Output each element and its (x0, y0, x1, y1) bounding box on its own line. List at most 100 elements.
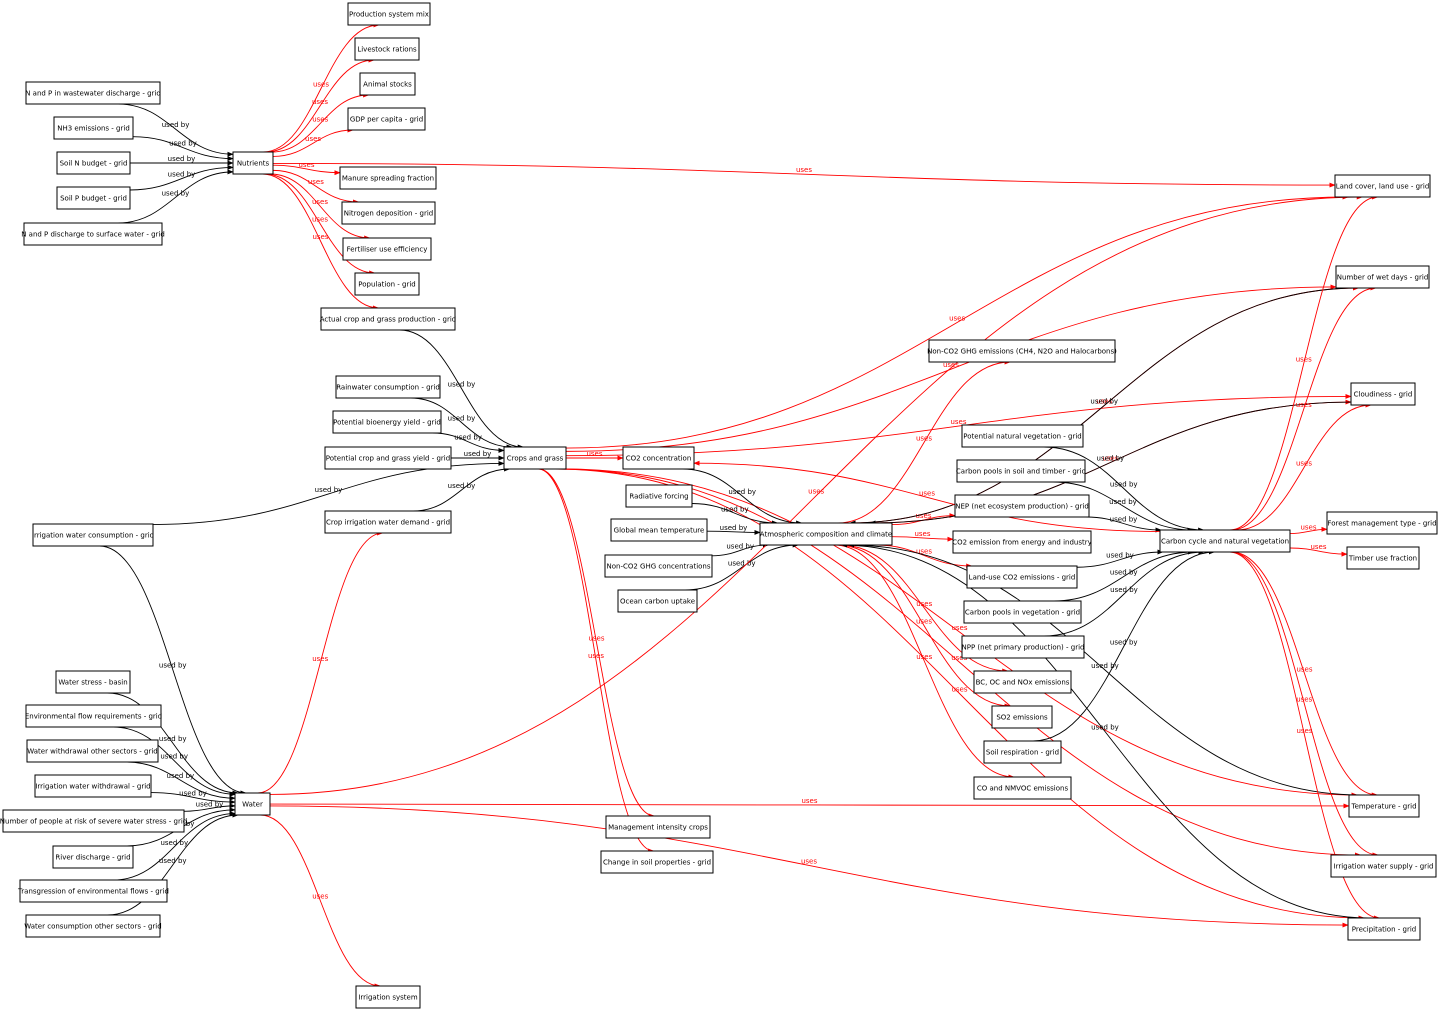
node-label: Precipitation - grid (1352, 926, 1416, 934)
edge-label: used by (168, 171, 196, 179)
node-potential-crop: Potential crop and grass yield - grid (324, 446, 452, 470)
edge-water-to-landcover: uses (269, 194, 1364, 795)
edge-line (132, 136, 234, 162)
node-actual-crop: Actual crop and grass production - grid (320, 307, 456, 331)
edge-line (399, 329, 524, 450)
node-label: Radiative forcing (629, 493, 688, 501)
edge-line (1076, 549, 1164, 568)
edge-env-flow-to-water: used by (113, 726, 236, 797)
edge-label: used by (167, 772, 195, 780)
edge-label: uses (796, 166, 812, 174)
node-label: Carbon cycle and natural vegetation (1161, 538, 1289, 546)
edge-carbon-cycle-to-irr-supply: uses (1230, 551, 1379, 858)
edge-line (554, 468, 1365, 921)
node-production-mix: Production system mix (347, 2, 431, 26)
edge-line (561, 468, 1358, 798)
node-irr-system: Irrigation system (355, 985, 421, 1009)
node-mgmt-intensity: Management intensity crops (605, 815, 711, 839)
node-label: Environmental flow requirements - grid (25, 713, 162, 721)
edge-label: uses (808, 488, 824, 496)
node-irr-consumption: Irrigation water consumption - grid (32, 523, 154, 547)
node-box (234, 792, 271, 816)
edge-label: used by (1110, 569, 1138, 577)
node-box (25, 914, 161, 938)
edge-label: used by (159, 662, 187, 670)
node-soil-resp: Soil respiration - grid (983, 740, 1062, 764)
edge-label: uses (1300, 523, 1316, 531)
edge-line (693, 460, 1161, 532)
edge-line (117, 169, 234, 224)
edge-crops-to-landcover: uses (565, 194, 1349, 449)
edge-water-to-temperature: uses (269, 797, 1350, 809)
node-box (1335, 265, 1430, 289)
node-label: Potential bioenergy yield - grid (333, 419, 441, 427)
node-box (56, 186, 131, 210)
edge-line (706, 529, 761, 535)
edge-label: uses (313, 81, 329, 89)
edge-irr-withdrawal-to-water: used by (150, 789, 236, 805)
node-label: Potential natural vegetation - grid (963, 433, 1081, 441)
node-label: Land-use CO2 emissions - grid (969, 574, 1076, 582)
node-label: Potential crop and grass yield - grid (326, 455, 450, 463)
edge-label: used by (728, 560, 756, 568)
edge-atmos-to-nonco2-ghg: uses (837, 359, 1011, 524)
edge-line (891, 536, 954, 542)
edge-line (565, 194, 1349, 449)
node-box (335, 375, 441, 399)
node-box (928, 339, 1116, 363)
node-label: Number of wet days - grid (1337, 274, 1429, 282)
node-cpools-soil: Carbon pools in soil and timber - grid (956, 459, 1086, 483)
node-box (1348, 794, 1420, 818)
node-box (32, 523, 154, 547)
edge-temperature-to-atmos: used by (847, 542, 1362, 796)
edge-line (272, 162, 1336, 188)
edge-line (99, 545, 247, 796)
node-water-stress: Water stress - basin (55, 670, 131, 694)
node-ocean: Ocean carbon uptake (617, 589, 698, 613)
node-label: GDP per capita - grid (350, 116, 423, 124)
edge-label: uses (1096, 398, 1112, 406)
edge-co2-conc-to-atmos: used by (682, 468, 803, 526)
node-label: Forest management type - grid (1327, 520, 1436, 528)
node-box (1159, 529, 1291, 553)
edge-label: used by (1110, 481, 1138, 489)
node-box (1326, 511, 1438, 535)
edge-line (265, 173, 376, 276)
node-label: CO2 concentration (626, 455, 692, 463)
node-bioenergy: Potential bioenergy yield - grid (332, 410, 442, 434)
node-label: Transgression of environmental flows - g… (17, 888, 169, 896)
node-label: Water stress - basin (58, 679, 127, 687)
node-label: Atmospheric composition and climate (760, 531, 892, 539)
edge-landuse-co2-to-carbon-cycle: used by (1076, 549, 1164, 568)
edge-label: uses (312, 98, 328, 106)
node-label: Land cover, land use - grid (1336, 183, 1430, 191)
edge-line (1230, 551, 1379, 858)
node-soil-n: Soil N budget - grid (56, 151, 131, 175)
node-label: River discharge - grid (55, 854, 130, 862)
node-label: Cloudiness - grid (1354, 391, 1413, 399)
edge-crops-to-co2-conc: uses (565, 450, 624, 461)
node-label: Manure spreading fraction (342, 175, 434, 183)
edge-label: used by (464, 450, 492, 458)
node-label: N and P in wastewater discharge - grid (25, 90, 161, 98)
edge-label: uses (1296, 401, 1312, 409)
node-box (23, 222, 163, 246)
node-label: NEP (net ecosystem production) - grid (955, 503, 1089, 511)
edge-atmos-to-co2-energy: uses (891, 530, 954, 542)
edge-line (1033, 549, 1216, 742)
edge-crops-to-precipitation: uses (554, 468, 1365, 921)
node-precipitation: Precipitation - grid (1347, 917, 1421, 941)
edge-label: uses (914, 530, 930, 538)
edge-label: used by (169, 140, 197, 148)
edge-line (1229, 194, 1379, 531)
edge-label: used by (1090, 398, 1118, 406)
edge-label: uses (801, 857, 817, 865)
node-box (2, 809, 185, 833)
edge-line (1289, 547, 1348, 557)
edge-label: used by (160, 839, 188, 847)
edge-label: uses (916, 618, 932, 626)
node-label: N and P discharge to surface water - gri… (21, 231, 165, 239)
edge-line (410, 397, 513, 450)
edge-nutrients-to-fertiliser: uses (270, 173, 371, 241)
edge-line (269, 194, 1364, 795)
